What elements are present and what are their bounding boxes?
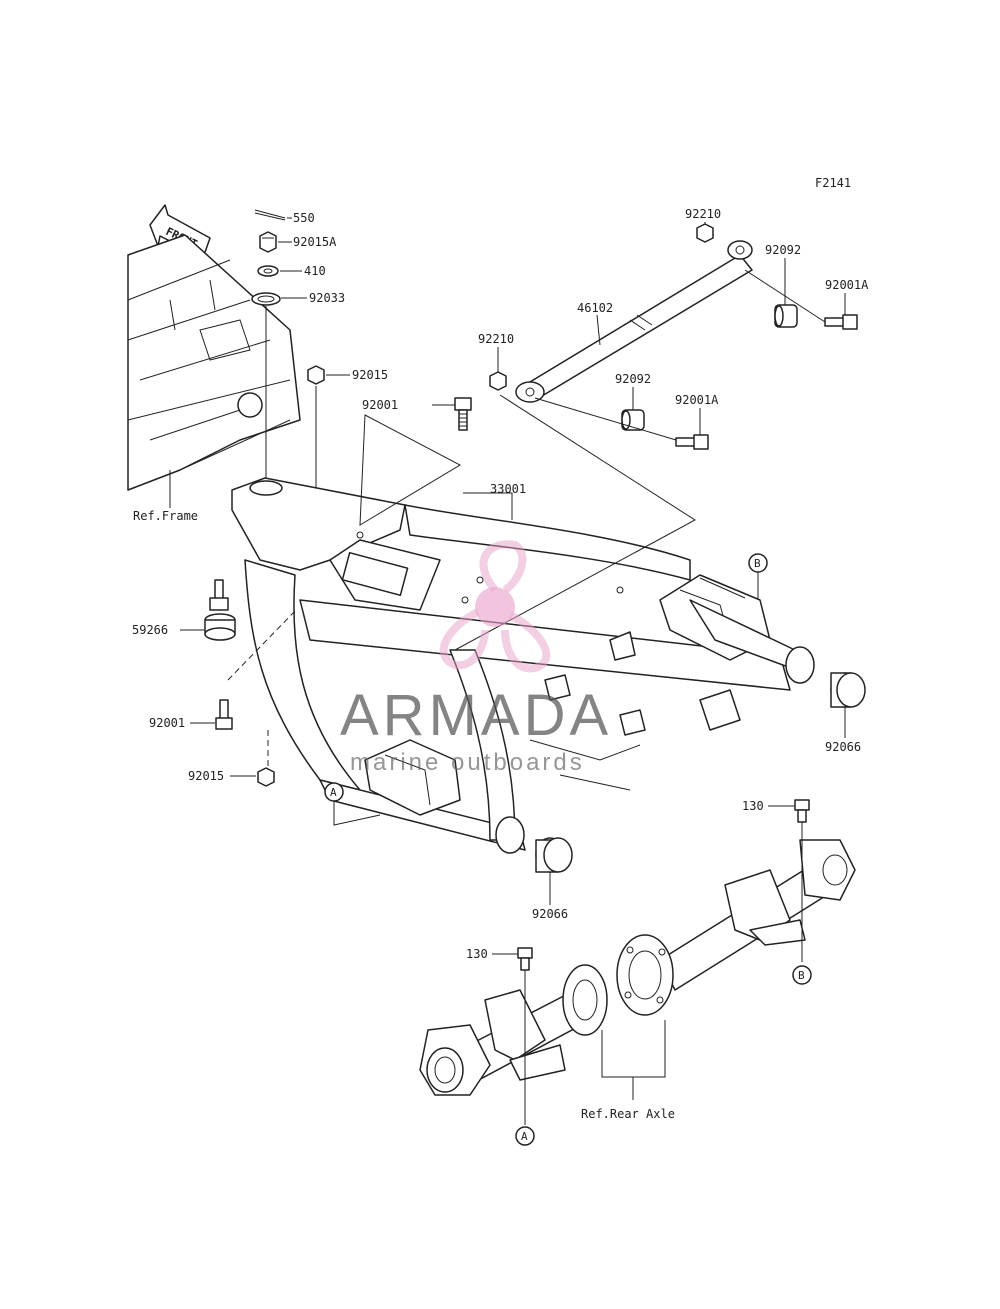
part-label-92210-mid: 92210: [478, 332, 514, 346]
ref-frame-drawing: [127, 234, 301, 491]
callout-a-bottom-label: A: [521, 1130, 528, 1143]
cotter-pin-icon: [254, 209, 286, 221]
part-label-59266: 59266: [132, 623, 168, 637]
bolt-icon: [517, 947, 533, 971]
part-label-130-right: 130: [742, 799, 764, 813]
ref-rear-axle-label: Ref.Rear Axle: [581, 1107, 675, 1121]
part-label-92001A-top: 92001A: [825, 278, 869, 292]
bolt-icon: [675, 434, 709, 450]
part-label-92066-right: 92066: [825, 740, 861, 754]
watermark-logo: ARMADA marine outboards: [340, 540, 612, 776]
bolt-icon: [454, 397, 472, 431]
bolt-icon: [824, 314, 858, 330]
tie-rod-drawing: [515, 240, 753, 403]
nut-icon: [307, 365, 325, 385]
part-label-92001-left: 92001: [149, 716, 185, 730]
part-label-92092-top: 92092: [765, 243, 801, 257]
part-label-92066-bottom: 92066: [532, 907, 568, 921]
nut-icon: [696, 223, 714, 243]
bolt-icon: [794, 799, 810, 823]
axle-housing-right-drawing: [616, 839, 856, 1016]
callout-a-left-label: A: [330, 786, 337, 799]
ref-frame-label: Ref.Frame: [133, 509, 198, 523]
part-label-92001A-mid: 92001A: [675, 393, 719, 407]
callout-a-bottom: A: [515, 1126, 535, 1146]
part-label-92001-top: 92001: [362, 398, 398, 412]
part-label-92015-top: 92015: [352, 368, 388, 382]
part-label-130-left: 130: [466, 947, 488, 961]
part-label-92092-mid: 92092: [615, 372, 651, 386]
watermark-brand: ARMADA: [340, 683, 612, 748]
part-label-92015-left: 92015: [188, 769, 224, 783]
part-label-92015A: 92015A: [293, 235, 337, 249]
diagram-code: F2141: [815, 176, 851, 190]
end-cap-icon: [535, 837, 573, 873]
part-label-33001: 33001: [490, 482, 526, 496]
rubber-damper-icon: [204, 579, 236, 641]
part-label-550: 550: [293, 211, 315, 225]
seal-ring-icon: [251, 292, 281, 306]
end-cap-icon: [830, 672, 866, 708]
callout-b-top: B: [748, 553, 768, 600]
axle-housing-left-drawing: [419, 964, 608, 1096]
watermark-tagline: marine outboards: [350, 749, 585, 776]
part-label-92210-top: 92210: [685, 207, 721, 221]
part-label-46102: 46102: [577, 301, 613, 315]
nut-icon: [489, 371, 507, 391]
callout-b-bottom-label: B: [798, 969, 805, 982]
callout-b-bottom: B: [792, 965, 812, 985]
part-label-92033: 92033: [309, 291, 345, 305]
castle-nut-icon: [259, 231, 277, 253]
bushing-icon: [774, 304, 798, 328]
bolt-icon: [215, 699, 233, 730]
washer-icon: [257, 265, 279, 277]
part-label-410: 410: [304, 264, 326, 278]
nut-icon: [257, 767, 275, 787]
callout-a-left: A: [324, 782, 381, 826]
callout-b-top-label: B: [754, 557, 761, 570]
